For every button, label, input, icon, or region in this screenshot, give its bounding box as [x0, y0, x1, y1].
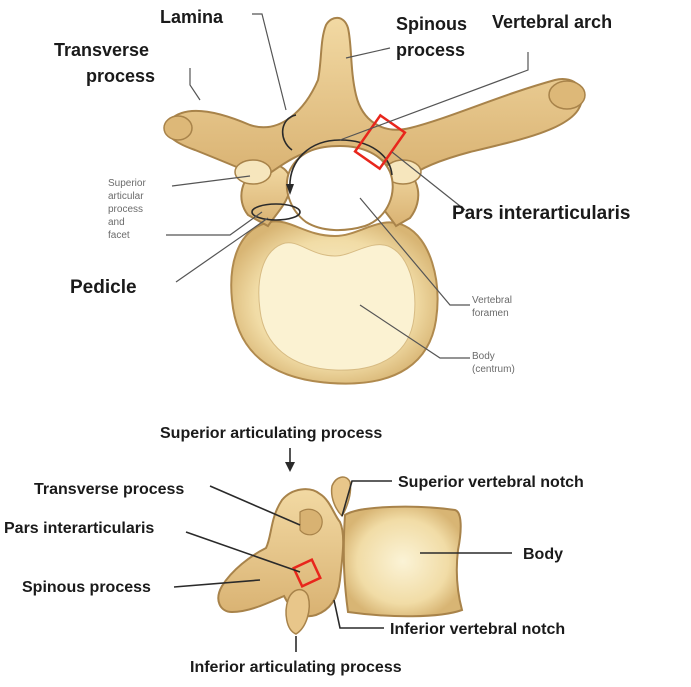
transverse-process-label-line2: process [86, 66, 155, 86]
body-label-top-1: Body [472, 351, 495, 362]
lateral-superior-articular-shape [330, 476, 352, 518]
lateral-posterior-shape [217, 488, 345, 618]
superior-articulating-process-label: Superior articulating process [160, 425, 382, 442]
superior-vertebral-notch-label: Superior vertebral notch [398, 474, 584, 491]
lateral-labels: Superior articulating process Superior v… [4, 425, 584, 676]
left-transverse-tip [163, 115, 193, 141]
lateral-inferior-articular-shape [285, 588, 310, 635]
lateral-leader-lines [173, 448, 512, 652]
posterior-arch-shape [165, 16, 584, 180]
spinous-process-label-lateral: Spinous process [22, 579, 151, 596]
vertebral-foramen-label-1: Vertebral [472, 295, 512, 306]
top-vertebra-illustration [163, 16, 586, 385]
vertebral-body-inner [258, 242, 416, 371]
body-label-lateral: Body [523, 546, 563, 563]
lamina-arc [281, 114, 297, 151]
lateral-body-shape [342, 505, 464, 618]
pars-interarticularis-label-lateral: Pars interarticularis [4, 520, 154, 537]
body-label-top-2: (centrum) [472, 364, 515, 375]
superior-articular-label-4: and [108, 217, 125, 228]
top-labels: Lamina Spinous process Vertebral arch Tr… [54, 7, 630, 375]
spinous-process-label-line1: Spinous [396, 14, 467, 34]
transverse-process-label-lateral: Transverse process [34, 481, 184, 498]
spinous-process-label-line2: process [396, 40, 465, 60]
vertebral-foramen-shape [285, 144, 394, 232]
inferior-articulating-process-label: Inferior articulating process [190, 659, 402, 676]
vertebral-arch-label: Vertebral arch [492, 12, 612, 32]
inferior-vertebral-notch-label: Inferior vertebral notch [390, 621, 565, 638]
vertebral-foramen-label-2: foramen [472, 308, 509, 319]
lateral-transverse-shape [299, 508, 323, 536]
superior-articular-label-3: process [108, 204, 143, 215]
pars-highlight-box-top [353, 113, 407, 171]
pedicle-ring [251, 203, 301, 221]
lamina-label: Lamina [160, 7, 224, 27]
pars-highlight-box-lateral [292, 558, 322, 588]
superior-articular-label-1: Superior [108, 178, 146, 189]
lateral-vertebra-illustration [217, 476, 464, 635]
pedicle-label: Pedicle [70, 277, 137, 298]
right-transverse-tip [548, 80, 586, 110]
transverse-process-label-line1: Transverse [54, 40, 149, 60]
vertebral-arch-arc [289, 139, 393, 191]
pars-interarticularis-label-top: Pars interarticularis [452, 203, 630, 224]
left-superior-facet [234, 159, 272, 185]
top-leader-lines [166, 13, 529, 359]
superior-articular-label-2: articular [108, 191, 144, 202]
superior-articular-label-5: facet [108, 230, 130, 241]
